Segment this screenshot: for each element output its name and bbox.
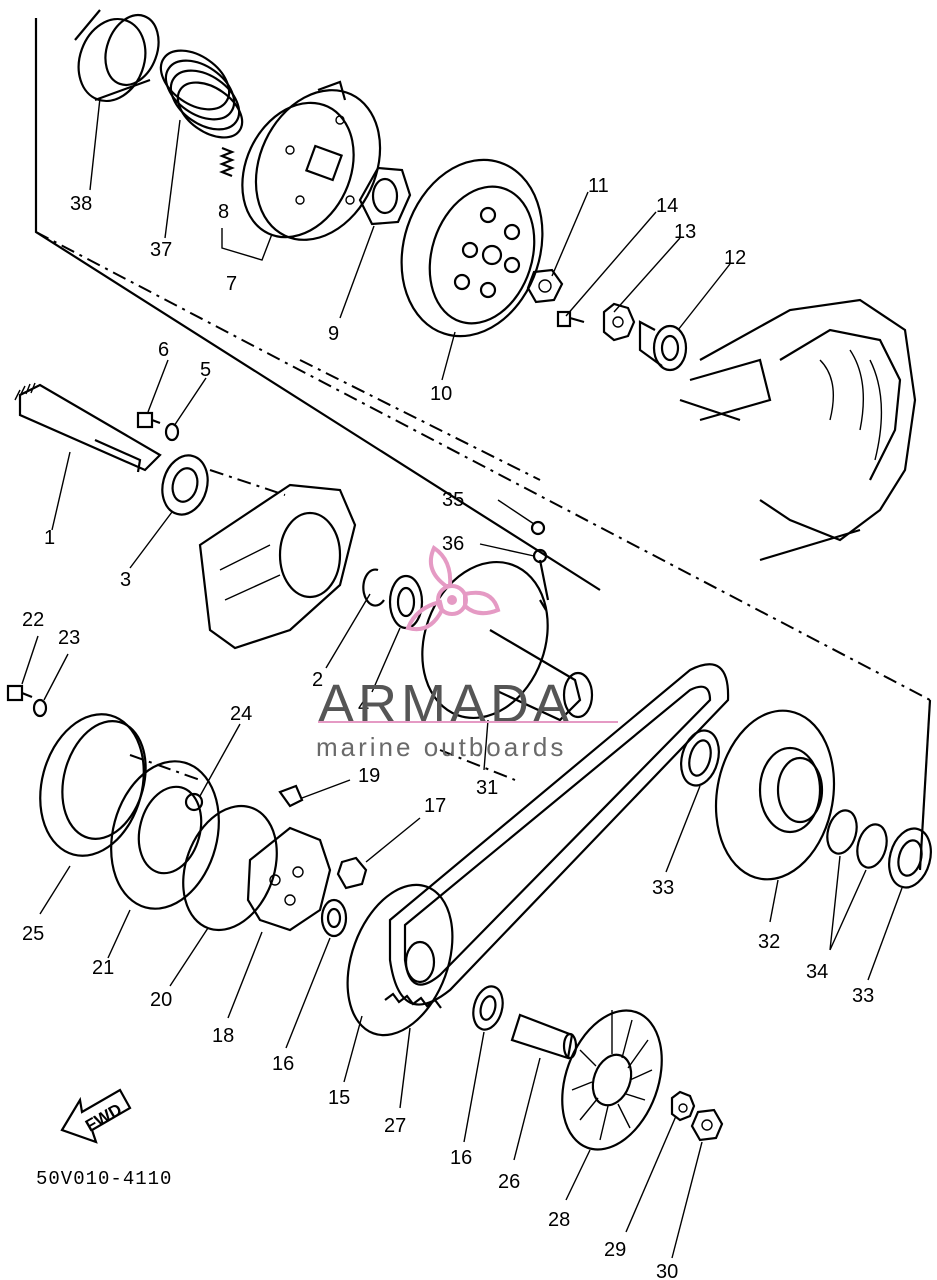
part-29-washer	[670, 1090, 696, 1122]
part-10-clutch-drum	[400, 158, 544, 338]
part-3-bearing	[161, 454, 209, 516]
part-25-cover	[39, 713, 147, 857]
label-18: 18	[212, 1025, 234, 1047]
fwd-arrow-label: FWD	[82, 1100, 125, 1136]
part-9-hex-nut	[358, 166, 412, 226]
part-33-oil-seal-b	[888, 827, 932, 889]
part-38-clutch-cup	[74, 9, 160, 103]
label-24: 24	[230, 703, 252, 725]
label-23: 23	[58, 627, 80, 649]
part-22-bolt	[6, 684, 33, 702]
label-36: 36	[442, 533, 464, 555]
part-16-bearing-a	[320, 898, 348, 938]
assembly-boundary-lines	[34, 18, 932, 871]
label-20: 20	[150, 989, 172, 1011]
part-14-bolt	[556, 310, 585, 328]
drawing-code: 50V010-4110	[36, 1168, 172, 1190]
label-31: 31	[476, 777, 498, 799]
label-30: 30	[656, 1261, 678, 1280]
label-37: 37	[150, 239, 172, 261]
part-19-clip	[278, 784, 304, 808]
part-2-circlip	[362, 568, 385, 607]
label-13: 13	[674, 221, 696, 243]
label-21: 21	[92, 957, 114, 979]
label-33-a: 33	[652, 877, 674, 899]
part-21-cam-plate	[110, 760, 220, 910]
part-6-bolt	[136, 411, 161, 429]
part-33-oil-seal-a	[680, 729, 720, 787]
label-1: 1	[44, 527, 55, 549]
label-35: 35	[442, 489, 464, 511]
forward-direction-arrow: FWD	[60, 1088, 132, 1144]
part-34-o-rings	[826, 809, 888, 869]
label-7: 7	[226, 273, 237, 295]
label-11: 11	[588, 175, 609, 197]
part-7-clutch-carrier	[241, 80, 382, 241]
part-18-weight-holder	[246, 826, 332, 932]
label-17: 17	[424, 795, 446, 817]
part-20-o-ring	[182, 804, 278, 932]
part-number-labels: 38 37 8 7 9 10 11 14 13 12 6 5 1 3 2 4 3…	[22, 175, 874, 1280]
gear-case-housing	[198, 483, 357, 650]
part-1-drive-shaft	[14, 382, 162, 473]
leader-lines	[21, 97, 903, 1259]
part-28-cooling-fan	[561, 1009, 663, 1151]
part-27-drive-gear	[384, 992, 442, 1009]
label-4: 4	[358, 695, 369, 717]
label-38: 38	[70, 193, 92, 215]
label-10: 10	[430, 383, 452, 405]
label-15: 15	[328, 1087, 350, 1109]
label-29: 29	[604, 1239, 626, 1261]
label-26: 26	[498, 1171, 520, 1193]
part-37-clutch-spring	[159, 49, 244, 139]
part-4-bearing	[388, 574, 424, 630]
part-11-nut	[526, 268, 564, 304]
label-9: 9	[328, 323, 339, 345]
part-13-lock-plate	[602, 302, 636, 342]
label-27: 27	[384, 1115, 406, 1137]
label-14: 14	[656, 195, 678, 217]
part-17-nut	[336, 856, 368, 890]
label-33-b: 33	[852, 985, 874, 1007]
label-32: 32	[758, 931, 780, 953]
label-5: 5	[200, 359, 211, 381]
label-16-a: 16	[272, 1053, 294, 1075]
part-16-bearing-b	[472, 985, 504, 1031]
label-3: 3	[120, 569, 131, 591]
armada-watermark: ARMADA marine outboards	[316, 545, 618, 762]
part-5-washer	[164, 422, 180, 442]
label-25: 25	[22, 923, 44, 945]
part-12-bushing	[638, 320, 688, 372]
part-31-primary-sheave	[421, 559, 594, 722]
label-22: 22	[22, 609, 44, 631]
watermark-tagline: marine outboards	[316, 732, 566, 762]
part-23-washer	[32, 698, 48, 718]
part-35-screw	[530, 520, 546, 536]
part-32-secondary-sheave	[714, 709, 836, 881]
part-8-small-spring	[219, 146, 235, 178]
label-16-b: 16	[450, 1147, 472, 1169]
label-8: 8	[218, 201, 229, 223]
part-30-nut	[690, 1108, 724, 1142]
label-12: 12	[724, 247, 746, 269]
label-34: 34	[806, 961, 828, 983]
label-2: 2	[312, 669, 323, 691]
label-6: 6	[158, 339, 169, 361]
label-28: 28	[548, 1209, 570, 1231]
propeller-logo-icon	[405, 545, 501, 632]
label-19: 19	[358, 765, 380, 787]
part-15-movable-sheave	[346, 883, 454, 1037]
crankcase-outline	[679, 298, 917, 562]
watermark-brand: ARMADA	[318, 674, 573, 734]
part-26-collar	[510, 1013, 578, 1060]
